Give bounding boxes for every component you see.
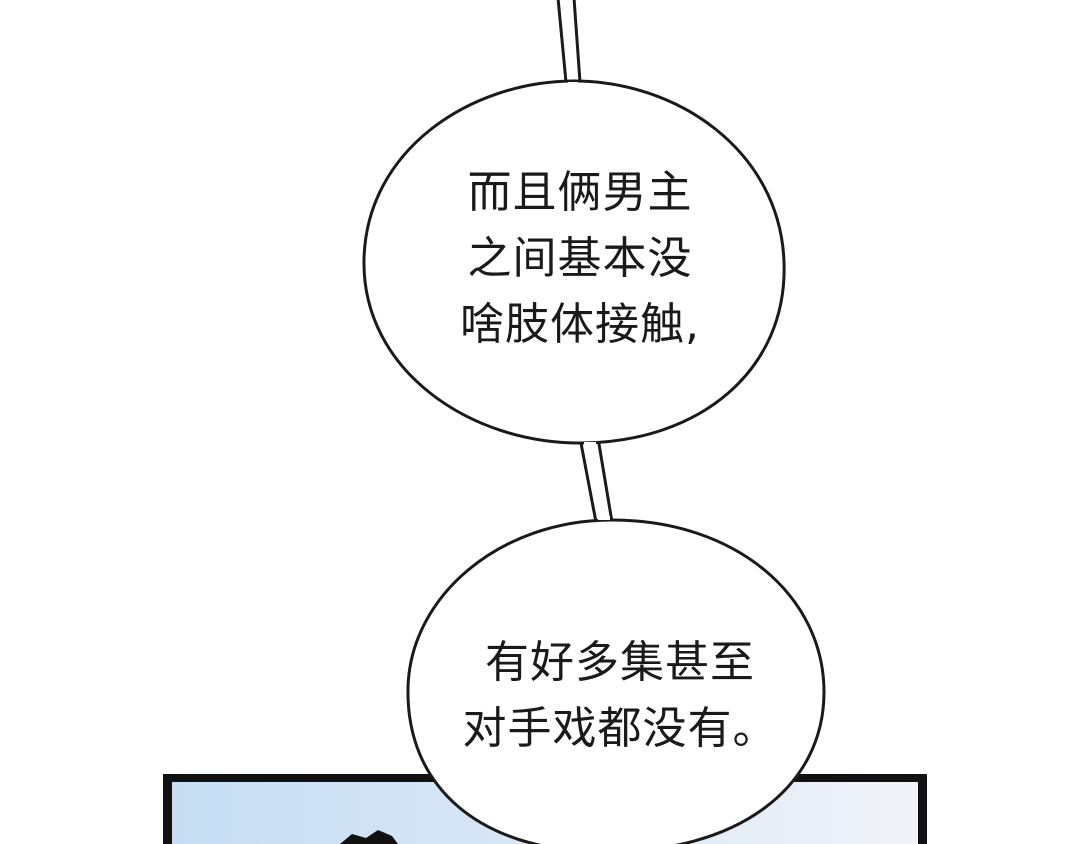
bubble-1-line-2: 之间基本没 [467,233,693,284]
speech-bubble-2 [406,518,826,844]
bubble-1-line-3: 啥肢体接触, [460,299,700,350]
bubble-2-line-2: 对手戏都没有。 [462,703,778,754]
bubble-1-tail [556,0,582,84]
bubble-2-text: 有好多集甚至 对手戏都没有。 [440,630,800,762]
bubble-connector [578,436,614,524]
speech-bubble-1 [362,79,786,445]
bubble-1-text: 而且俩男主 之间基本没 啥肢体接触, [420,160,740,358]
bubble-2-line-1: 有好多集甚至 [485,637,755,688]
bubble-1-line-1: 而且俩男主 [467,167,693,218]
panel-sketch-mark [340,830,398,844]
